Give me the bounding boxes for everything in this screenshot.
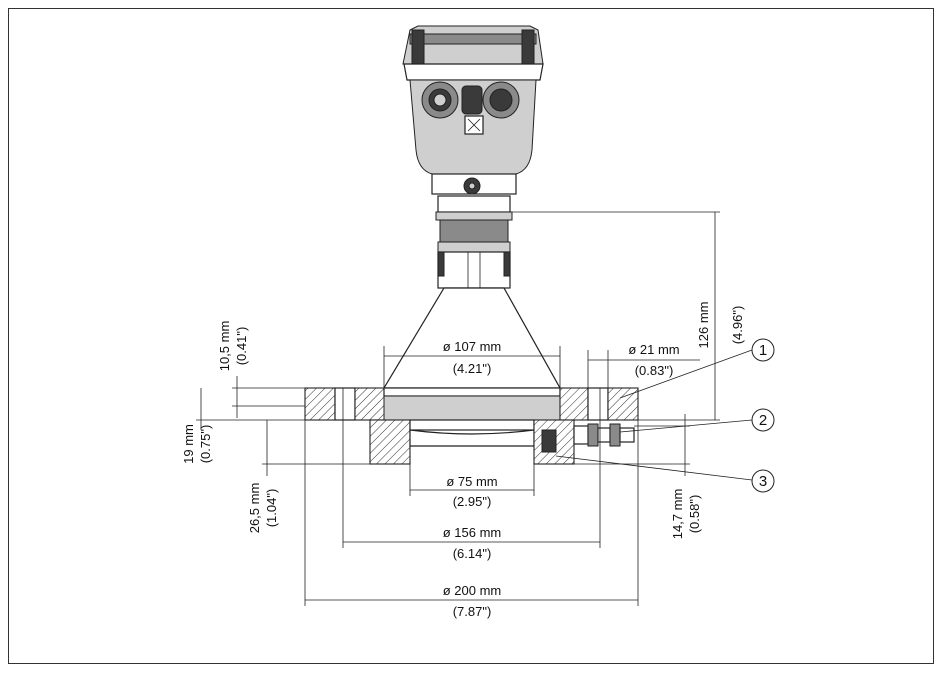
dim-107-inch: (4.21"): [453, 361, 492, 376]
drawing-frame: [8, 8, 934, 664]
callout-1: 1: [751, 338, 775, 362]
dimension-lines: [196, 211, 753, 606]
dim-10-5-mm: 10,5 mm: [217, 321, 232, 372]
instrument-housing: [402, 25, 544, 195]
dim-126-mm: 126 mm: [696, 302, 711, 349]
dim-126-inch: (4.96"): [730, 306, 745, 345]
svg-text:2: 2: [759, 412, 767, 429]
dim-10-5-inch: (0.41"): [234, 327, 249, 366]
dim-14-7-mm: 14,7 mm: [670, 489, 685, 540]
dimension-labels: 126 mm (4.96") 10,5 mm (0.41") 19 mm (0.…: [181, 302, 745, 619]
dim-26-5-inch: (1.04"): [264, 489, 279, 528]
dim-19-inch: (0.75"): [198, 425, 213, 464]
dim-21-inch: (0.83"): [635, 363, 674, 378]
svg-text:3: 3: [759, 473, 767, 490]
dim-14-7-inch: (0.58"): [687, 495, 702, 534]
dim-75-mm: ø 75 mm: [446, 474, 497, 489]
svg-text:1: 1: [759, 342, 767, 359]
dim-200-mm: ø 200 mm: [443, 583, 502, 598]
callout-3: 3: [751, 469, 775, 493]
dim-156-inch: (6.14"): [453, 546, 492, 561]
antenna-neck: [435, 195, 513, 300]
dim-107-mm: ø 107 mm: [443, 339, 502, 354]
dim-75-inch: (2.95"): [453, 494, 492, 509]
dim-26-5-mm: 26,5 mm: [247, 483, 262, 534]
dim-156-mm: ø 156 mm: [443, 525, 502, 540]
dim-19-mm: 19 mm: [181, 424, 196, 464]
dim-200-inch: (7.87"): [453, 604, 492, 619]
dim-21-mm: ø 21 mm: [628, 342, 679, 357]
callout-2: 2: [751, 408, 775, 432]
flange: [304, 387, 639, 465]
ventilation-icon: [467, 118, 481, 132]
